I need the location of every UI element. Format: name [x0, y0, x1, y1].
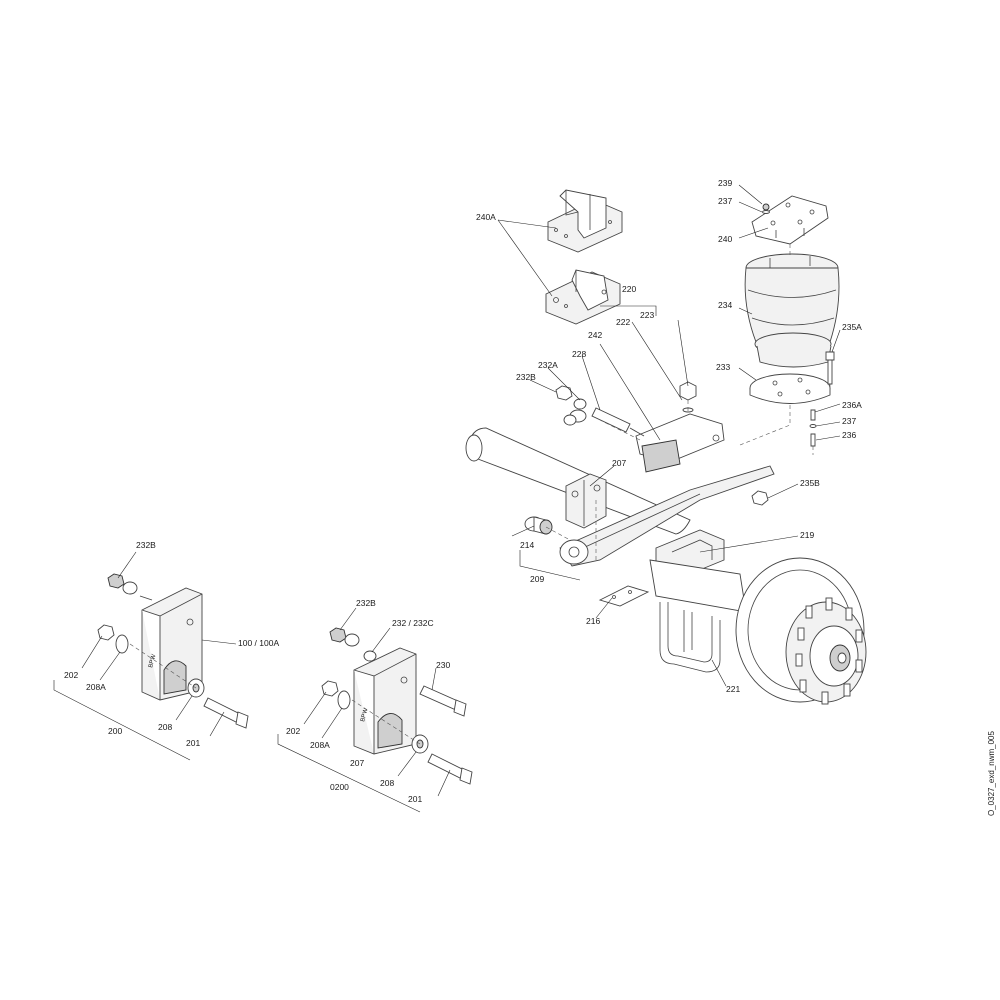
- callout-230: 230: [436, 660, 450, 670]
- callout-232-232C: 232 / 232C: [392, 618, 434, 628]
- bolt-235A: [825, 351, 835, 385]
- svg-text:BPW: BPW: [148, 653, 157, 668]
- air-bellows: [744, 253, 840, 368]
- air-spring-top-plate: [751, 195, 829, 245]
- nut-235B: [751, 490, 769, 506]
- callout-202-left: 202: [64, 670, 78, 680]
- leader-lines: [53, 184, 841, 813]
- callout-233: 233: [716, 362, 730, 372]
- trailing-arm-assembly: [465, 381, 775, 607]
- callout-235A: 235A: [842, 322, 862, 332]
- callout-0200: 0200: [330, 782, 349, 792]
- callout-242: 242: [588, 330, 602, 340]
- callout-208-left: 208: [158, 722, 172, 732]
- callout-201-left: 201: [186, 738, 200, 748]
- callout-221: 221: [726, 684, 740, 694]
- callout-207-upper: 207: [612, 458, 626, 468]
- hanger-assembly-0200: BPW: [321, 627, 473, 785]
- wheel-studs: [795, 597, 863, 705]
- washer-237-mid: [809, 424, 817, 428]
- callout-232B-left: 232B: [136, 540, 156, 550]
- callout-234: 234: [718, 300, 732, 310]
- bushing-214: [524, 516, 553, 535]
- washer-237-top: [762, 210, 770, 214]
- callout-232B-mid: 232B: [356, 598, 376, 608]
- bolt-228: [569, 407, 645, 437]
- callout-236A: 236A: [842, 400, 862, 410]
- callout-208A-mid: 208A: [310, 740, 330, 750]
- plate-216: [598, 585, 650, 607]
- callout-240A: 240A: [476, 212, 496, 222]
- callout-228: 228: [572, 349, 586, 359]
- callout-201-mid: 201: [408, 794, 422, 804]
- callout-237-mid: 237: [842, 416, 856, 426]
- bolt-236A: [810, 409, 816, 421]
- nut-223: [679, 381, 697, 401]
- callout-235B: 235B: [800, 478, 820, 488]
- callout-labels: 239 237 240 234 235A 233 236A 237 236 23…: [64, 178, 862, 804]
- axle-hub-assembly: [649, 557, 867, 705]
- callout-216: 216: [586, 616, 600, 626]
- nut-239: [762, 203, 770, 211]
- callout-236: 236: [842, 430, 856, 440]
- washer-232A: [573, 398, 587, 410]
- air-spring-assembly: [739, 195, 840, 506]
- callout-202-mid: 202: [286, 726, 300, 736]
- callout-232A: 232A: [538, 360, 558, 370]
- spring-arm: [559, 465, 775, 567]
- callout-209: 209: [530, 574, 544, 584]
- callout-239: 239: [718, 178, 732, 188]
- bolt-236: [810, 433, 816, 447]
- callout-207-mid: 207: [350, 758, 364, 768]
- hanger-assembly-200: BPW: [97, 573, 249, 729]
- callout-223: 223: [640, 310, 654, 320]
- callout-222: 222: [616, 317, 630, 327]
- svg-text:BPW: BPW: [360, 707, 369, 722]
- callout-100-100A: 100 / 100A: [238, 638, 279, 648]
- callout-208A-left: 208A: [86, 682, 106, 692]
- callout-214: 214: [520, 540, 534, 550]
- callout-237-top: 237: [718, 196, 732, 206]
- axle-beam: [649, 559, 747, 613]
- nut-232B-upper: [555, 385, 573, 401]
- callout-208-mid: 208: [380, 778, 394, 788]
- callout-232B-upper: 232B: [516, 372, 536, 382]
- callout-200: 200: [108, 726, 122, 736]
- mounting-plate-242: [635, 413, 725, 473]
- air-spring-lower-plate: [749, 373, 831, 404]
- drawing-reference: O_0327_exd_nwm_005: [987, 730, 996, 816]
- callout-219: 219: [800, 530, 814, 540]
- bracket-240A-upper: [547, 189, 623, 253]
- callout-240: 240: [718, 234, 732, 244]
- bracket-240A-lower: [545, 269, 621, 325]
- callout-220: 220: [622, 284, 636, 294]
- u-bolt-221: [659, 602, 721, 673]
